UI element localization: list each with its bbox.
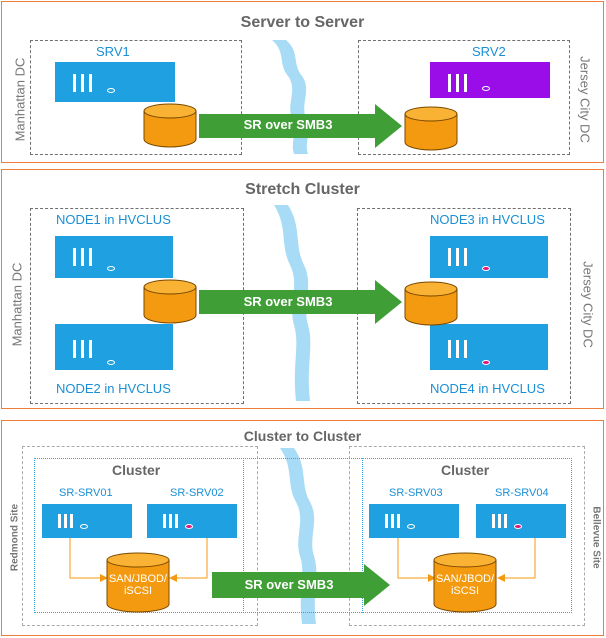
server-icon xyxy=(42,504,132,538)
cluster-title: Cluster xyxy=(112,462,161,478)
server-label: NODE2 in HVCLUS xyxy=(56,381,171,396)
disk-icon xyxy=(143,103,197,148)
left-site-box xyxy=(22,446,258,626)
server-icon xyxy=(430,324,548,370)
server-label: NODE3 in HVCLUS xyxy=(430,212,545,227)
storage-label: SAN/JBOD/ iSCSI xyxy=(108,573,168,597)
replication-arrow xyxy=(212,564,390,606)
server-label: SRV2 xyxy=(472,44,506,59)
replication-arrow xyxy=(199,104,402,148)
cluster-span-box xyxy=(34,458,572,613)
server-label: SR-SRV04 xyxy=(495,487,549,499)
storage-icon xyxy=(106,552,170,613)
server-label: SR-SRV03 xyxy=(389,487,443,499)
panel-title: Stretch Cluster xyxy=(245,181,360,198)
server-icon xyxy=(55,62,175,102)
replication-arrow xyxy=(199,280,402,324)
panel-title: Cluster to Cluster xyxy=(243,428,362,444)
server-icon xyxy=(430,236,548,278)
server-to-server-panel: Server to Server xyxy=(1,1,604,163)
river-icon xyxy=(274,205,311,401)
storage-label: SAN/JBOD/ iSCSI xyxy=(435,573,495,597)
server-label: SR-SRV02 xyxy=(170,487,224,499)
disk-icon xyxy=(404,106,458,151)
server-label: SRV1 xyxy=(96,44,130,59)
storage-icon xyxy=(433,552,497,613)
server-icon xyxy=(476,504,566,538)
server-icon xyxy=(55,324,173,370)
panel-title: Server to Server xyxy=(240,14,365,31)
server-label: SR-SRV01 xyxy=(59,487,113,499)
server-label: NODE4 in HVCLUS xyxy=(430,381,545,396)
server-icon xyxy=(369,504,459,538)
disk-icon xyxy=(143,279,197,324)
arrow-label: SR over SMB3 xyxy=(244,577,334,592)
right-site-box xyxy=(358,40,570,155)
cluster-title: Cluster xyxy=(441,462,490,478)
server-icon xyxy=(55,236,173,278)
stretch-cluster-panel: Stretch Cluster xyxy=(1,169,604,409)
right-site-box xyxy=(349,446,585,626)
cluster-to-cluster-panel: Cluster to Cluster xyxy=(1,420,604,636)
server-icon xyxy=(147,504,237,538)
disk-icon xyxy=(404,281,458,326)
server-label: NODE1 in HVCLUS xyxy=(56,212,171,227)
server-icon xyxy=(430,62,550,98)
left-site-box xyxy=(30,40,242,155)
arrow-label: SR over SMB3 xyxy=(243,294,333,309)
arrow-label: SR over SMB3 xyxy=(243,117,333,132)
